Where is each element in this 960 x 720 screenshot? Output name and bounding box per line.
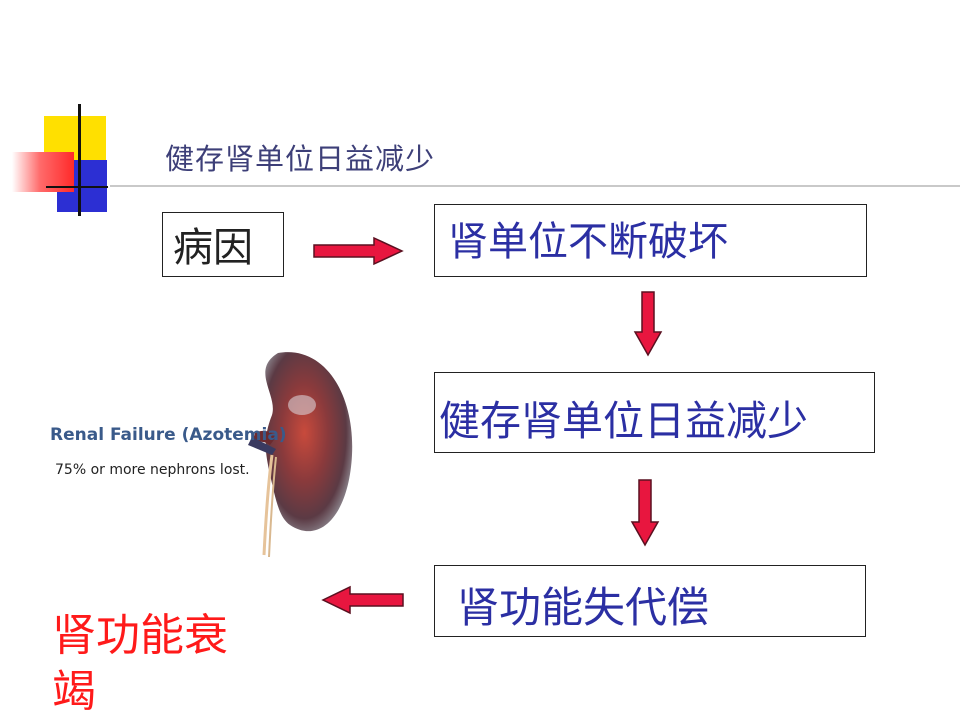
cause-text: 病因: [173, 225, 253, 271]
illustration-label-main: Renal Failure (Azotemia): [50, 425, 287, 445]
decompensation-box: 肾功能失代偿: [434, 565, 866, 637]
arrow-right-icon: [313, 236, 404, 266]
renal-failure-text: 肾功能衰竭: [52, 610, 228, 717]
surviving-nephrons-text: 健存肾单位日益减少: [439, 397, 808, 445]
cause-box: 病因: [162, 212, 284, 277]
kidney-illustration: [248, 352, 353, 558]
logo-square-red: [12, 152, 74, 192]
illustration-label-sub: 75% or more nephrons lost.: [55, 462, 250, 478]
arrow-left-icon: [321, 585, 404, 615]
decompensation-text: 肾功能失代偿: [457, 583, 710, 632]
surviving-nephrons-box: 健存肾单位日益减少: [434, 372, 875, 453]
title-rule: [110, 185, 960, 187]
arrow-down-icon: [630, 479, 660, 547]
logo-line-horizontal: [46, 186, 108, 188]
slide-title: 健存肾单位日益减少: [165, 142, 436, 176]
arrow-down-icon: [633, 291, 663, 357]
nephron-destruction-box: [434, 204, 867, 277]
logo-line-vertical: [78, 104, 81, 216]
nephron-destruction-text: 肾单位不断破坏: [448, 219, 728, 265]
